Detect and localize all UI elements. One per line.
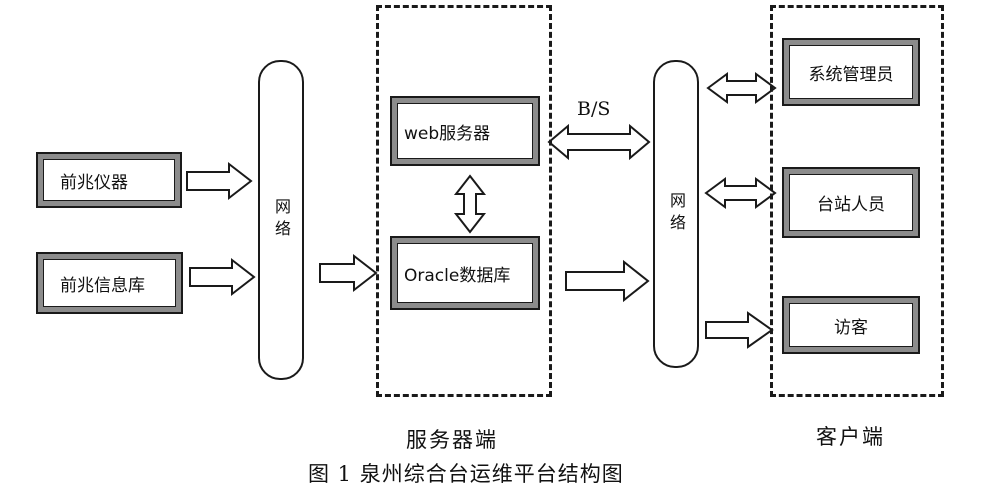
arrow-instrument-to-network: [186, 161, 253, 201]
database-box: 前兆信息库: [36, 252, 183, 314]
arrow-database-to-network: [189, 257, 256, 297]
admin-box: 系统管理员: [782, 38, 920, 106]
visitor-label: 访客: [834, 317, 868, 338]
arrow-web-db-vertical: [453, 174, 487, 234]
arrow-admin-network: [706, 72, 777, 104]
network-right-bar: 网络: [653, 60, 699, 368]
arrow-staff-network: [704, 177, 777, 209]
staff-box: 台站人员: [782, 167, 920, 238]
client-region: [770, 5, 944, 397]
arrow-server-to-network: [565, 259, 650, 303]
admin-label: 系统管理员: [808, 64, 894, 85]
arrow-web-network: [547, 123, 651, 161]
arrow-network-to-server: [319, 253, 378, 293]
web-server-label: web服务器: [404, 123, 491, 144]
visitor-box: 访客: [782, 296, 920, 354]
client-region-title: 客户端: [816, 425, 885, 449]
instrument-box: 前兆仪器: [36, 152, 182, 208]
figure-caption: 图 1 泉州综合台运维平台结构图: [308, 462, 624, 486]
server-region: [376, 5, 552, 397]
network-left-label: 网络: [272, 198, 291, 242]
network-right-label: 网络: [667, 192, 686, 236]
protocol-label: B/S: [577, 98, 611, 120]
staff-label: 台站人员: [817, 195, 885, 215]
oracle-db-box: Oracle数据库: [390, 236, 540, 310]
oracle-db-label: Oracle数据库: [404, 265, 511, 286]
instrument-label: 前兆仪器: [60, 172, 128, 193]
network-left-bar: 网络: [258, 60, 304, 380]
arrow-network-to-visitor: [705, 311, 774, 349]
server-region-title: 服务器端: [406, 428, 498, 452]
web-server-box: web服务器: [390, 96, 540, 166]
database-label: 前兆信息库: [60, 275, 145, 296]
